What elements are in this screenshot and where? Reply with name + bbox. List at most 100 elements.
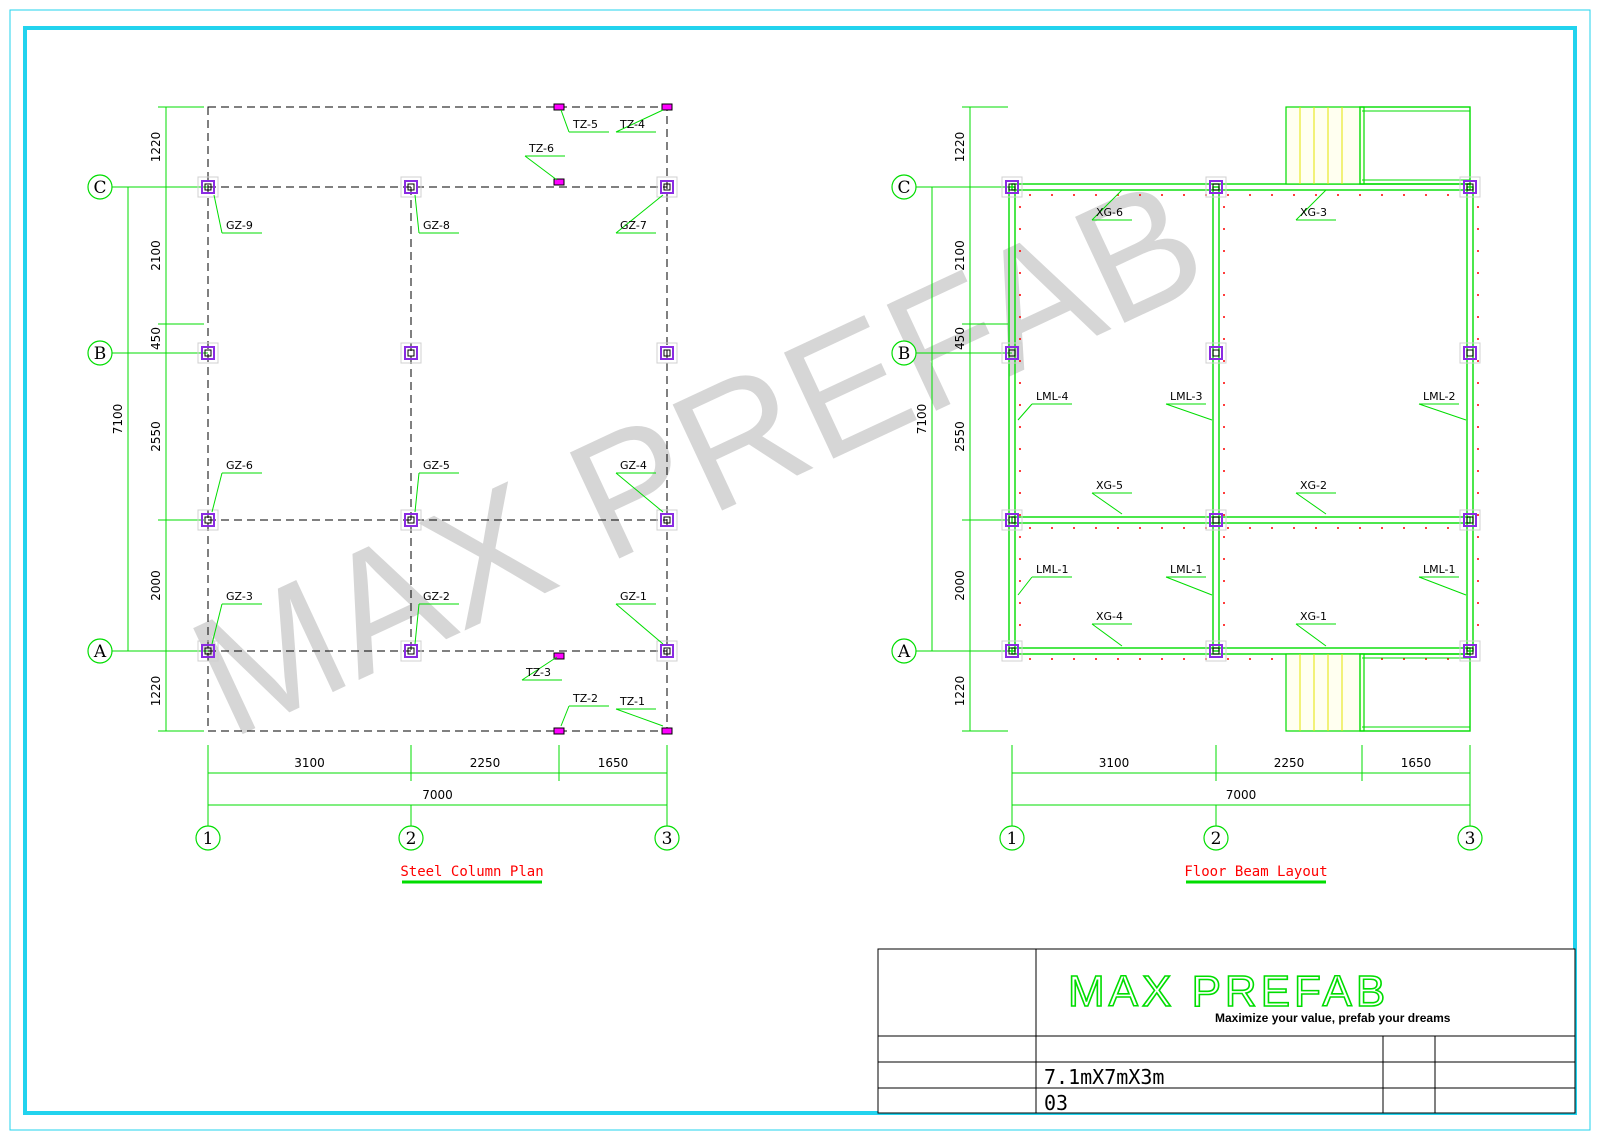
steel-column-core bbox=[407, 516, 415, 524]
floor-column bbox=[1463, 346, 1477, 360]
member-label: TZ-3 bbox=[525, 666, 551, 679]
label-leader bbox=[615, 109, 664, 133]
label-leader bbox=[1017, 403, 1033, 421]
connection-dot bbox=[1019, 404, 1021, 406]
axis-label-col: 3 bbox=[1465, 829, 1476, 849]
steel-column bbox=[660, 346, 674, 360]
steel-column-base bbox=[400, 176, 422, 198]
steel-column-core bbox=[204, 516, 212, 524]
member-label: TZ-5 bbox=[572, 118, 598, 131]
connection-dot bbox=[1359, 194, 1361, 196]
axis-label-row: C bbox=[897, 178, 910, 198]
steel-column-core bbox=[204, 183, 212, 191]
connection-dot bbox=[1477, 250, 1479, 252]
member-label: LML-3 bbox=[1170, 390, 1203, 403]
connection-dot bbox=[1315, 194, 1317, 196]
label-leader bbox=[615, 708, 664, 727]
floor-column-core bbox=[1466, 516, 1474, 524]
steel-column-base bbox=[400, 342, 422, 364]
dim-left-value: 1220 bbox=[953, 676, 967, 707]
connection-dot bbox=[1359, 527, 1361, 529]
connection-dot bbox=[1183, 658, 1185, 660]
member-label: TZ-6 bbox=[528, 142, 554, 155]
axis-label-row: A bbox=[897, 642, 911, 662]
connection-dot bbox=[1223, 294, 1225, 296]
connection-dot bbox=[1223, 558, 1225, 560]
floor-column bbox=[1005, 346, 1019, 360]
axis-label-col: 3 bbox=[662, 829, 673, 849]
stair-post bbox=[553, 652, 565, 660]
floor-column-core bbox=[1212, 516, 1220, 524]
steel-column-core bbox=[663, 516, 671, 524]
floor-beam-v bbox=[1008, 186, 1016, 652]
stair bbox=[1285, 653, 1365, 732]
floor-column bbox=[1209, 513, 1223, 527]
floor-column-base bbox=[1205, 640, 1227, 662]
steel-column-core bbox=[204, 647, 212, 655]
connection-dot bbox=[1051, 527, 1053, 529]
steel-column bbox=[660, 180, 674, 194]
connection-dot bbox=[1477, 514, 1479, 516]
label-leader bbox=[615, 603, 664, 645]
connection-dot bbox=[1223, 272, 1225, 274]
connection-dot bbox=[1223, 228, 1225, 230]
label-leader bbox=[1017, 576, 1033, 596]
floor-column-base bbox=[1001, 342, 1023, 364]
title-block-logo: MAX PREFAB bbox=[1068, 967, 1389, 1016]
floor-column bbox=[1209, 180, 1223, 194]
axis-bubble-col bbox=[654, 825, 680, 851]
floor-column-core bbox=[1466, 183, 1474, 191]
connection-dot bbox=[1271, 658, 1273, 660]
connection-dot bbox=[1249, 194, 1251, 196]
connection-dot bbox=[1477, 272, 1479, 274]
landing-frame bbox=[1359, 106, 1471, 185]
axis-label-row: B bbox=[898, 344, 911, 364]
member-label: LML-4 bbox=[1036, 390, 1069, 403]
stair-post bbox=[553, 103, 565, 111]
label-leader bbox=[211, 603, 223, 645]
connection-dot bbox=[1029, 658, 1031, 660]
member-label: XG-6 bbox=[1096, 206, 1123, 219]
dim-left-value: 2550 bbox=[953, 421, 967, 452]
steel-column-base bbox=[400, 640, 422, 662]
floor-column bbox=[1463, 644, 1477, 658]
connection-dot bbox=[1019, 338, 1021, 340]
steel-column-core bbox=[663, 183, 671, 191]
connection-dot bbox=[1223, 404, 1225, 406]
connection-dot bbox=[1477, 294, 1479, 296]
label-leader bbox=[521, 656, 558, 681]
floor-column bbox=[1463, 513, 1477, 527]
connection-dot bbox=[1227, 527, 1229, 529]
inner-frame bbox=[23, 26, 1577, 1115]
connection-dot bbox=[1019, 250, 1021, 252]
member-label: GZ-3 bbox=[226, 590, 253, 603]
member-label: GZ-6 bbox=[226, 459, 253, 472]
connection-dot bbox=[1477, 470, 1479, 472]
dim-left-value: 2000 bbox=[149, 570, 163, 601]
dim-bottom-value: 2250 bbox=[1274, 756, 1305, 770]
steel-column bbox=[660, 513, 674, 527]
connection-dot bbox=[1223, 360, 1225, 362]
connection-dot bbox=[1477, 338, 1479, 340]
label-leader bbox=[1418, 576, 1467, 596]
floor-column bbox=[1463, 180, 1477, 194]
label-leader bbox=[615, 194, 664, 234]
axis-bubble-col bbox=[195, 825, 221, 851]
outer-frame bbox=[9, 9, 1591, 1131]
floor-column-base bbox=[1205, 342, 1227, 364]
dim-total-bottom: 7000 bbox=[1226, 788, 1257, 802]
connection-dot bbox=[1183, 527, 1185, 529]
connection-dot bbox=[1271, 527, 1273, 529]
floor-column-core bbox=[1008, 647, 1016, 655]
label-leader bbox=[1418, 403, 1467, 421]
steel-column bbox=[201, 346, 215, 360]
connection-dot bbox=[1117, 527, 1119, 529]
floor-beam-h bbox=[1011, 516, 1471, 524]
dim-left-value: 2550 bbox=[149, 421, 163, 452]
floor-column-base bbox=[1001, 640, 1023, 662]
floor-column-core bbox=[1212, 647, 1220, 655]
steel-column bbox=[404, 180, 418, 194]
connection-dot bbox=[1223, 514, 1225, 516]
connection-dot bbox=[1223, 250, 1225, 252]
connection-dot bbox=[1095, 658, 1097, 660]
